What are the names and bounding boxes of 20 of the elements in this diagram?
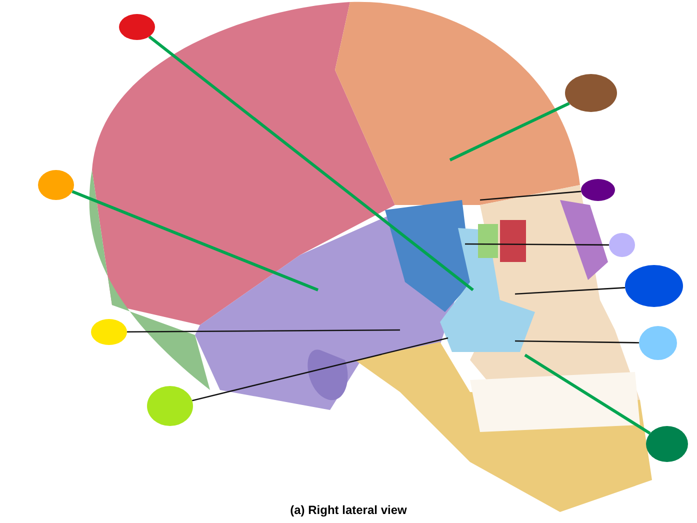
leader-line	[465, 243, 609, 246]
blank-label-oval	[609, 233, 635, 257]
leader-line	[127, 329, 400, 333]
leader-line	[524, 354, 651, 435]
blank-label-oval	[38, 170, 74, 200]
leader-line	[480, 190, 582, 201]
blank-label-oval	[639, 326, 677, 360]
leader-line	[72, 190, 319, 292]
leader-line	[449, 102, 570, 162]
leader-line	[515, 340, 639, 344]
leader-line	[514, 287, 626, 295]
blank-label-oval	[646, 426, 688, 462]
blank-label-oval	[581, 179, 615, 201]
leader-line	[192, 337, 448, 402]
blank-label-oval	[147, 386, 193, 426]
leader-line	[148, 35, 474, 292]
caption: (a) Right lateral view	[290, 503, 407, 517]
blank-label-oval	[119, 14, 155, 40]
blank-label-oval	[565, 74, 617, 112]
blank-label-oval	[91, 319, 127, 345]
